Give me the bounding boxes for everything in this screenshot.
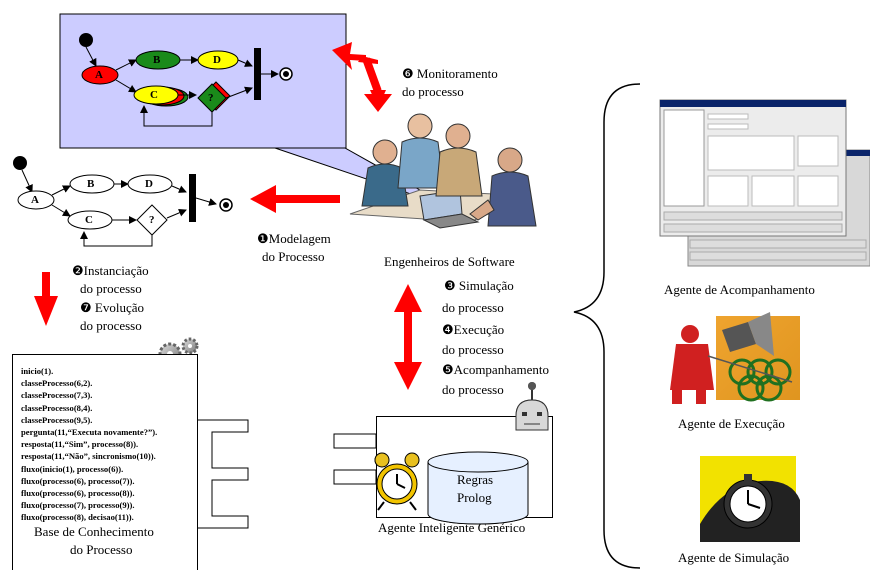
step-simulation-title: ❸ Simulação	[444, 278, 514, 293]
kb-fact: fluxo(inicio(1), processo(6)).	[21, 463, 124, 474]
kb-fact: classeProcesso(8,4).	[21, 402, 93, 413]
model-node-c-label: C	[85, 214, 93, 226]
step-tracking-sub: do processo	[442, 382, 504, 397]
step-instantiation-title: ❷Instanciação	[72, 263, 149, 278]
kb-fact: fluxo(processo(7), processo(9)).	[21, 500, 135, 511]
execution-agent-label: Agente de Execução	[678, 416, 785, 431]
kb-fact: pergunta(11,“Executa novamente?”).	[21, 427, 158, 438]
brace	[573, 83, 641, 569]
step-tracking-title: ❺Acompanhamento	[442, 362, 549, 377]
step-evolution-sub: do processo	[80, 318, 142, 333]
step-execution-sub: do processo	[442, 342, 504, 357]
kb-fact: classeProcesso(9,5).	[21, 414, 93, 425]
kb-fact: inicio(1).	[21, 366, 54, 376]
top-node-c-label: C	[150, 89, 158, 101]
top-node-b-label: B	[153, 54, 161, 66]
red-arrows	[34, 42, 422, 390]
kb-fact: fluxo(processo(8), decisao(11)).	[21, 512, 134, 523]
model-node-a-label: A	[31, 194, 39, 206]
rules-label-line2: Prolog	[457, 490, 492, 505]
sync-bar	[254, 48, 261, 100]
kb-label-line1: Base de Conhecimento	[30, 524, 158, 540]
model-node-d-label: D	[145, 178, 153, 190]
execution-agent-illustration	[670, 312, 800, 404]
step-monitoring-title: ❻ Monitoramento	[402, 66, 498, 81]
end-node	[283, 71, 289, 77]
tracking-agent-label: Agente de Acompanhamento	[664, 282, 815, 297]
kb-fact: resposta(11,“Não”, sincronismo(10)).	[21, 451, 156, 462]
step-modeling-sub: do Processo	[262, 249, 325, 264]
monitoring-panel	[59, 13, 453, 209]
step-instantiation-sub: do processo	[80, 281, 142, 296]
top-node-a-label: A	[95, 69, 103, 81]
kb-fact: fluxo(processo(6), processo(8)).	[21, 488, 135, 499]
node-a	[81, 65, 119, 85]
step-monitoring-sub: do processo	[402, 84, 464, 99]
tracking-agent-screenshot	[659, 99, 870, 267]
rules-label-line1: Regras	[457, 472, 494, 487]
simulation-agent-label: Agente de Simulação	[678, 550, 790, 565]
step-modeling-title: ❶Modelagem	[257, 231, 331, 246]
connector-plugs	[196, 419, 377, 529]
kb-fact: resposta(11,“Sim”, processo(8)).	[21, 439, 139, 450]
step-simulation-sub: do processo	[442, 300, 504, 315]
start-node	[79, 33, 93, 47]
top-node-d-label: D	[213, 54, 221, 66]
model-decision-label: ?	[149, 214, 155, 226]
step-execution-title: ❹Execução	[442, 322, 505, 337]
simulation-agent-illustration	[700, 456, 800, 542]
kb-fact: classeProcesso(6,2).	[21, 378, 93, 389]
engineers-illustration	[349, 113, 537, 229]
kb-fact: classeProcesso(7,3).	[21, 390, 93, 401]
step-evolution-title: ❼ Evolução	[80, 300, 144, 315]
top-decision-label: ?	[208, 92, 214, 104]
knowledge-base-facts: inicio(1). classeProcesso(6,2). classePr…	[21, 365, 157, 524]
process-model	[13, 156, 233, 247]
kb-label-line2: do Processo	[66, 542, 137, 558]
engineers-label: Engenheiros de Software	[384, 254, 515, 269]
model-node-b-label: B	[87, 178, 95, 190]
generic-agent-label: Agente Inteligente Genérico	[378, 520, 526, 535]
kb-fact: fluxo(processo(6), processo(7)).	[21, 475, 135, 486]
